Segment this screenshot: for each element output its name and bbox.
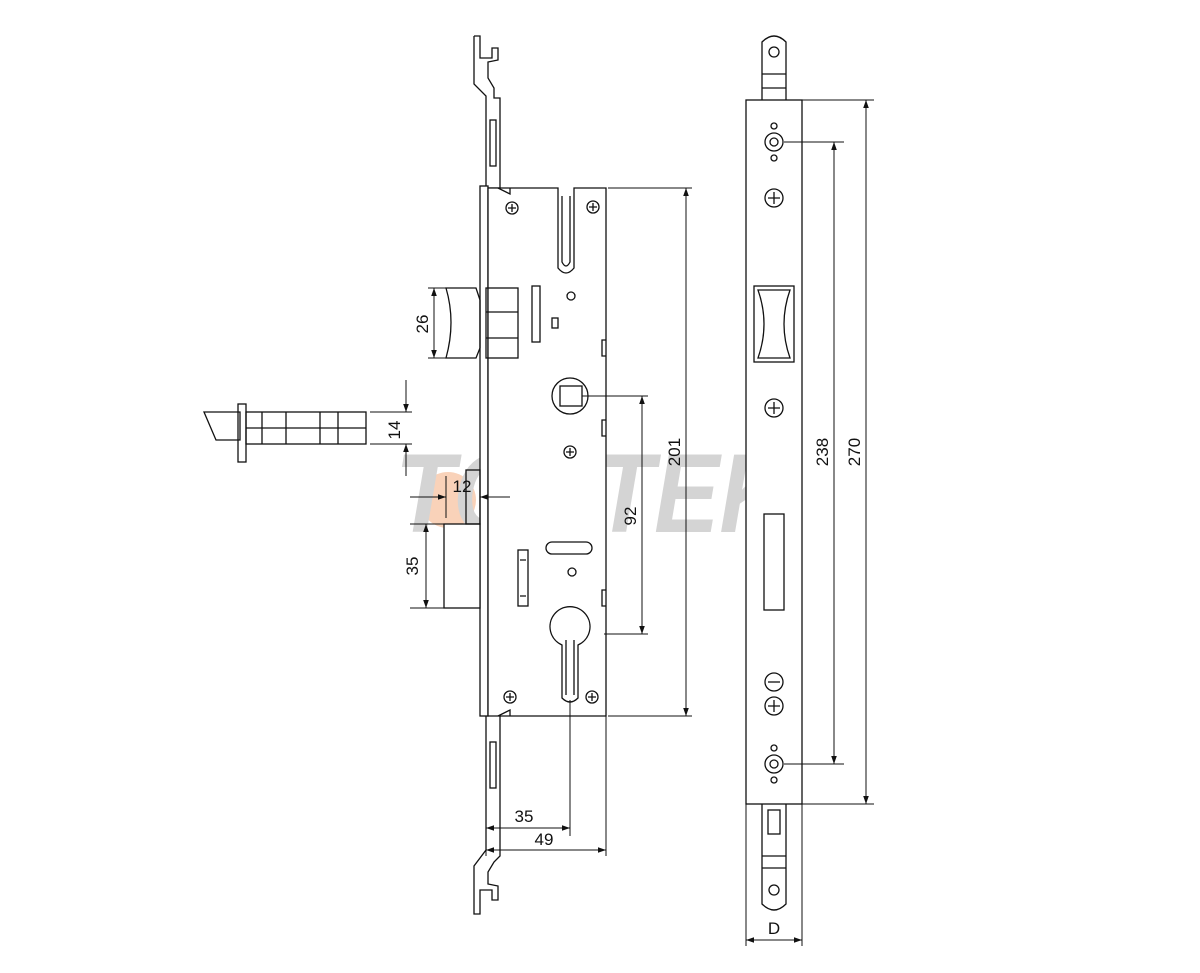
- dimension-lines: [370, 187, 692, 856]
- dim-201-extension: [608, 187, 692, 717]
- screw-bottom-right-cross: [588, 693, 596, 701]
- top-faceplate-slot: [489, 119, 497, 167]
- hook-bolt-plate: [237, 403, 247, 463]
- dimension-labels: 26 14 12 35 92 201 35 49: [385, 315, 684, 849]
- screw-bottom-left-cross: [506, 693, 514, 701]
- screw-top-left: [505, 201, 519, 215]
- bottom-fixing-dot-top: [770, 744, 778, 752]
- dim-35-backset-label: 35: [515, 807, 534, 826]
- top-rod-hole: [768, 46, 780, 58]
- dim-270-extension: [802, 99, 874, 805]
- latch-bolt-lines: [486, 311, 518, 339]
- dim-12-label: 12: [453, 477, 472, 496]
- top-fixing-hole-inner: [769, 137, 779, 147]
- screw-bottom-left: [503, 690, 517, 704]
- bolt-opening: [763, 513, 785, 611]
- back-edge-notches: [601, 339, 606, 607]
- faceplate-screw-1-cross: [768, 192, 780, 204]
- front-dimension-lines: [745, 99, 874, 946]
- faceplate-screw-4: [764, 696, 784, 716]
- dead-bolt: [443, 523, 481, 609]
- case-body: [487, 187, 607, 717]
- top-faceplate-tab: [474, 35, 501, 189]
- dim-14-label: 14: [385, 421, 404, 440]
- euro-cylinder-cutout: [549, 606, 591, 703]
- screw-middle: [563, 445, 577, 459]
- top-rod-end: [761, 35, 787, 100]
- bottom-rod-end: [761, 804, 787, 911]
- case-slot-inner: [561, 196, 571, 267]
- screw-top-right-cross: [589, 203, 597, 211]
- top-fixing-dot-top: [770, 122, 778, 130]
- lower-slider-detail: [520, 559, 526, 597]
- latch-bolt: [445, 287, 481, 359]
- faceplate: [745, 99, 803, 805]
- dim-201-label: 201: [665, 438, 684, 466]
- dim-238-label: 238: [813, 438, 832, 466]
- bottom-rod-hole: [768, 884, 780, 896]
- screw-top-left-cross: [508, 204, 516, 212]
- dim-d-extension: [745, 804, 803, 946]
- faceplate-screw-1: [764, 188, 784, 208]
- latch-bolt-body: [485, 287, 519, 359]
- dim-26-extension: [428, 287, 446, 359]
- bottom-fixing-dot-bottom: [770, 776, 778, 784]
- pin-lower: [567, 567, 577, 577]
- hook-bolt-assembly: [203, 403, 367, 463]
- bottom-fixing-hole-inner: [769, 759, 779, 769]
- bottom-faceplate-slot: [489, 741, 497, 789]
- faceplate-front-view: [745, 35, 803, 911]
- latch-slider: [531, 285, 541, 343]
- bottom-rod-slot: [767, 809, 781, 835]
- top-fixing-hole: [764, 132, 784, 152]
- front-dimension-labels: 238 270 D: [768, 438, 864, 938]
- case-top-ledge: [497, 187, 511, 196]
- dim-92-label: 92: [621, 507, 640, 526]
- watermark-logo-circle: [420, 472, 476, 528]
- top-fixing-dot-bottom: [770, 154, 778, 162]
- bottom-fixing-hole: [764, 754, 784, 774]
- faceplate-screw-2-cross: [768, 402, 780, 414]
- selector-slot: [545, 541, 593, 555]
- euro-cylinder-inner: [565, 640, 575, 695]
- screw-middle-cross: [566, 448, 574, 456]
- faceplate-screw-2: [764, 398, 784, 418]
- dim-270-label: 270: [845, 438, 864, 466]
- screw-top-right: [586, 200, 600, 214]
- dim-26-label: 26: [413, 315, 432, 334]
- lower-slider: [517, 549, 529, 607]
- bottom-faceplate-tab: [473, 716, 501, 915]
- faceplate-screw-3: [764, 672, 784, 692]
- screw-bottom-right: [585, 690, 599, 704]
- dim-d-label: D: [768, 919, 780, 938]
- latch-slider-stop: [551, 317, 559, 329]
- dim-35-bolt-label: 35: [403, 557, 422, 576]
- bottom-rod-lines: [762, 855, 786, 869]
- faceplate-screw-4-cross: [768, 700, 780, 712]
- hook-bolt-tip: [203, 411, 241, 441]
- dim-92-extension: [582, 395, 648, 635]
- top-faceplate-tab-inner: [473, 36, 487, 188]
- case-screws: [503, 200, 600, 704]
- faceplate-edge: [479, 185, 489, 717]
- lock-case-side-view: [443, 35, 607, 915]
- latch-opening-frame: [753, 285, 795, 363]
- case-bottom-ledge: [497, 708, 511, 717]
- dim-49-label: 49: [535, 830, 554, 849]
- top-rod-lines: [762, 73, 786, 89]
- pin-top: [566, 291, 576, 301]
- latch-opening: [757, 289, 791, 359]
